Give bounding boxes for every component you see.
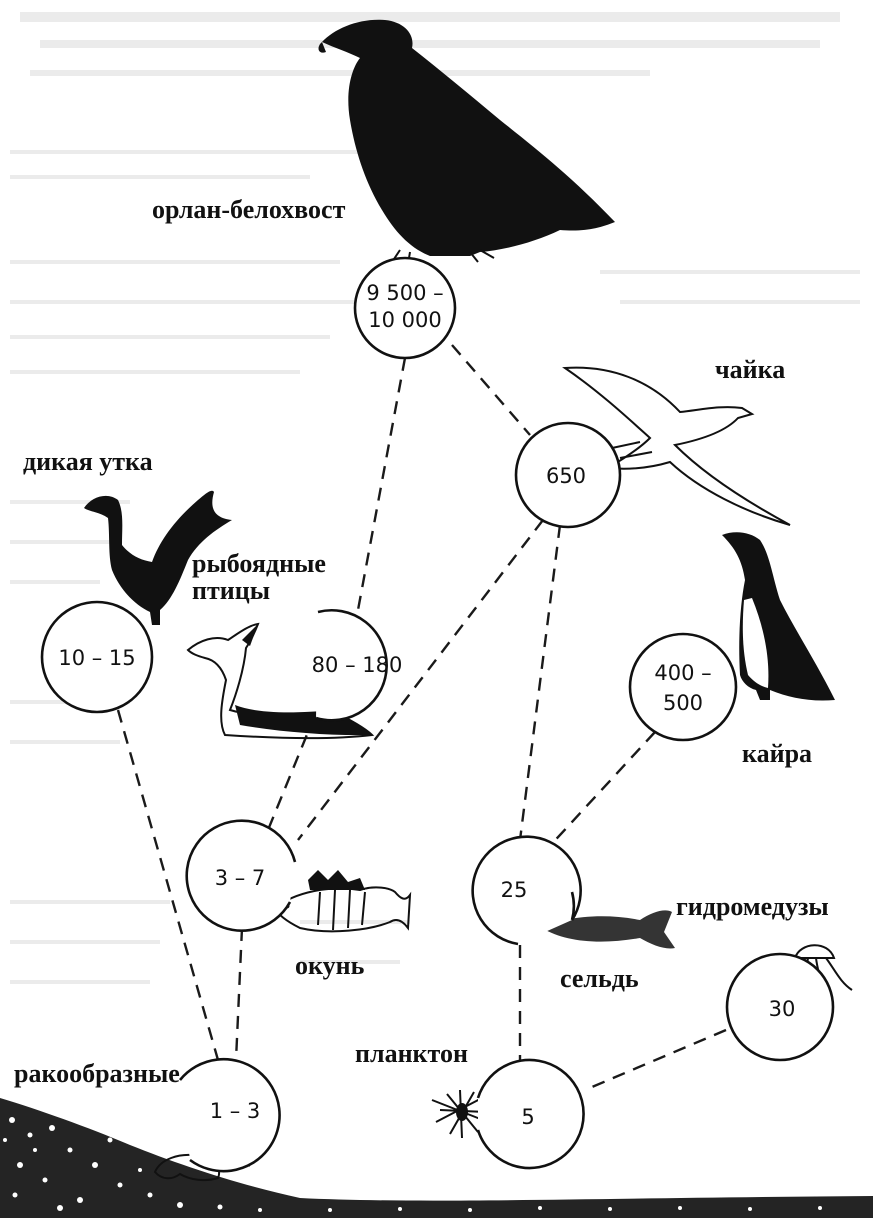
node-eagle: 9 500 – 10 000 bbox=[353, 256, 457, 360]
node-fish-birds-value: 80 – 180 bbox=[312, 653, 403, 677]
node-fish-birds: 80 – 180 bbox=[312, 608, 403, 722]
node-plankton-value: 5 bbox=[521, 1105, 534, 1129]
label-guillemot: кайра bbox=[742, 739, 813, 768]
edge-gull-herring bbox=[518, 524, 562, 841]
node-guillemot: 400 – 500 bbox=[628, 632, 738, 742]
herring-icon bbox=[542, 910, 675, 949]
node-eagle-value-line2: 10 000 bbox=[368, 308, 441, 332]
node-gull-value: 650 bbox=[546, 464, 586, 488]
connections bbox=[116, 344, 727, 1092]
edge-eagle-fishbirds bbox=[356, 357, 407, 611]
eagle-icon bbox=[318, 19, 615, 265]
node-herring-value: 25 bbox=[501, 878, 528, 902]
node-crustaceans: 1 – 3 bbox=[178, 1057, 281, 1173]
node-plankton: 5 bbox=[476, 1058, 585, 1170]
label-herring: сельдь bbox=[560, 964, 639, 993]
edge-duck-crustaceans bbox=[116, 709, 220, 1061]
seabed-icon bbox=[0, 1098, 873, 1218]
label-plankton: планктон bbox=[355, 1039, 468, 1068]
edge-gull-perch bbox=[297, 519, 544, 841]
label-gull: чайка bbox=[715, 355, 786, 384]
label-jellyfish: гидромедузы bbox=[676, 892, 829, 921]
node-duck-value: 10 – 15 bbox=[58, 646, 135, 670]
label-crustaceans: ракообразные bbox=[14, 1059, 180, 1088]
node-duck: 10 – 15 bbox=[40, 600, 154, 714]
node-eagle-value-line1: 9 500 – bbox=[366, 281, 443, 305]
plankton-icon bbox=[431, 1089, 489, 1139]
node-guillemot-value-line1: 400 – bbox=[654, 661, 711, 685]
node-guillemot-value-line2: 500 bbox=[663, 691, 703, 715]
label-fish-birds: рыбоядные птицы bbox=[192, 549, 326, 606]
node-jellyfish-value: 30 bbox=[769, 997, 796, 1021]
node-gull: 650 bbox=[514, 421, 622, 529]
node-crustaceans-value: 1 – 3 bbox=[210, 1099, 261, 1123]
gull-icon bbox=[562, 366, 791, 526]
node-herring: 25 bbox=[471, 835, 582, 946]
node-perch: 3 – 7 bbox=[185, 819, 297, 932]
duck-icon bbox=[84, 490, 232, 625]
label-perch: окунь bbox=[295, 951, 365, 980]
node-perch-value: 3 – 7 bbox=[215, 866, 266, 890]
edge-perch-crustaceans bbox=[234, 927, 244, 1061]
guillemot-icon bbox=[722, 532, 835, 701]
edge-guillemot-herring bbox=[547, 731, 656, 849]
perch-icon bbox=[273, 870, 412, 933]
edge-jellyfish-plankton bbox=[584, 1028, 727, 1092]
node-jellyfish: 30 bbox=[725, 952, 835, 1062]
label-eagle: орлан-белохвост bbox=[152, 195, 346, 224]
edge-eagle-gull bbox=[451, 344, 531, 436]
label-duck: дикая утка bbox=[23, 447, 153, 476]
